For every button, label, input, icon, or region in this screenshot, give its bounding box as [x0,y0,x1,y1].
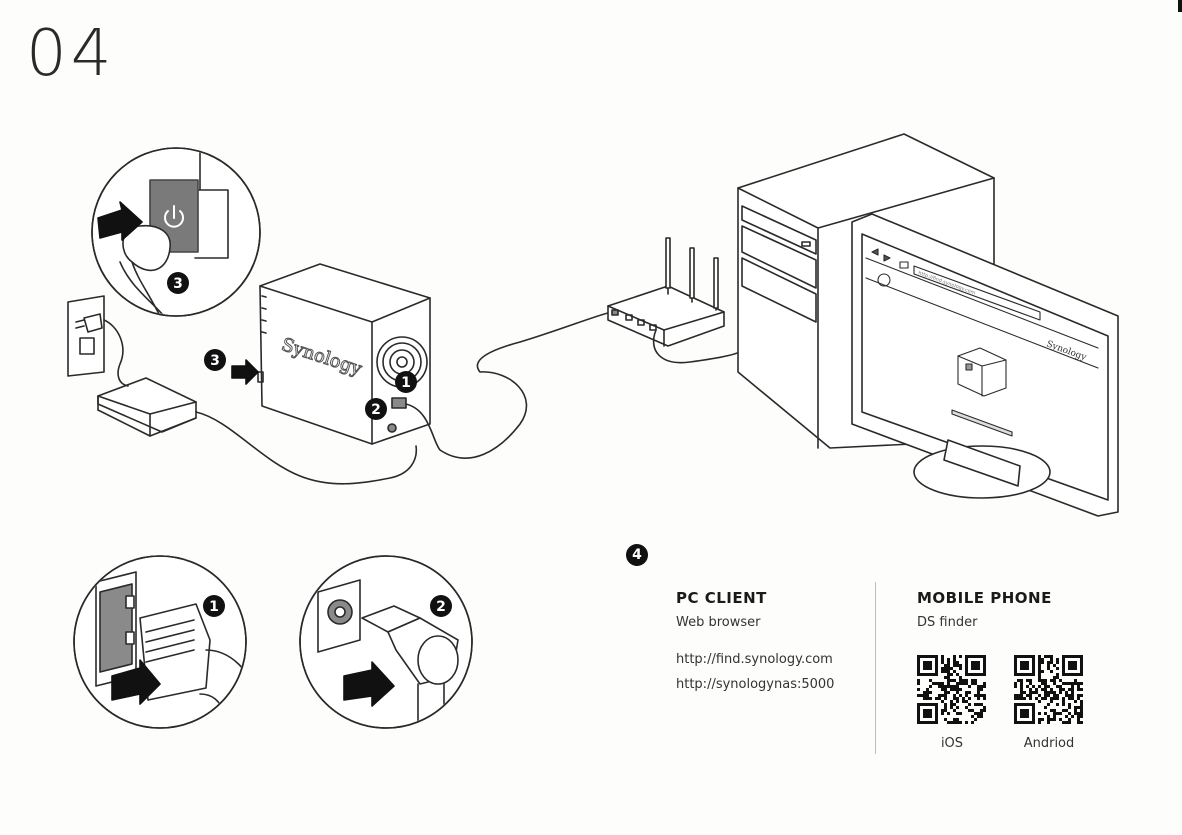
arrow-icon [232,360,258,384]
pc-client-subtitle: Web browser [676,615,834,630]
router [608,238,742,363]
badge-1-nas: 1 [395,371,417,393]
svg-text:2: 2 [436,599,446,615]
svg-text:3: 3 [173,276,183,292]
mobile-phone-title: MOBILE PHONE [917,589,1052,607]
qr-code-android [1014,655,1083,724]
svg-text:3: 3 [210,353,220,369]
nas-device: Synology [258,264,430,444]
find-synology-link[interactable]: http://find.synology.com [676,652,834,667]
network-port-zoom [74,556,260,728]
qr-label-android: Andriod [1009,736,1089,751]
pc-client-links: http://find.synology.com http://synology… [676,652,834,692]
power-jack-zoom [300,556,472,730]
pc-client-title: PC CLIENT [676,589,834,607]
svg-text:2: 2 [371,402,381,418]
badge-2-nas: 2 [365,398,387,420]
badge-3-top: 3 [167,272,189,294]
qr-label-ios: iOS [912,736,992,751]
pc-client-panel: PC CLIENT Web browser http://find.synolo… [676,589,834,702]
synologynas-link[interactable]: http://synologynas:5000 [676,677,834,692]
badge-4: 4 [626,544,648,566]
badge-2-zoom: 2 [430,595,452,617]
mobile-phone-panel: MOBILE PHONE DS finder [917,589,1052,630]
ethernet-cable [406,312,612,458]
wall-outlet [68,296,104,376]
badge-1-zoom: 1 [203,595,225,617]
badge-3-side: 3 [204,349,258,384]
svg-text:1: 1 [401,375,411,391]
panel-divider [875,582,876,754]
qr-code-ios [917,655,986,724]
svg-text:1: 1 [209,599,219,615]
mobile-phone-subtitle: DS finder [917,615,1052,630]
